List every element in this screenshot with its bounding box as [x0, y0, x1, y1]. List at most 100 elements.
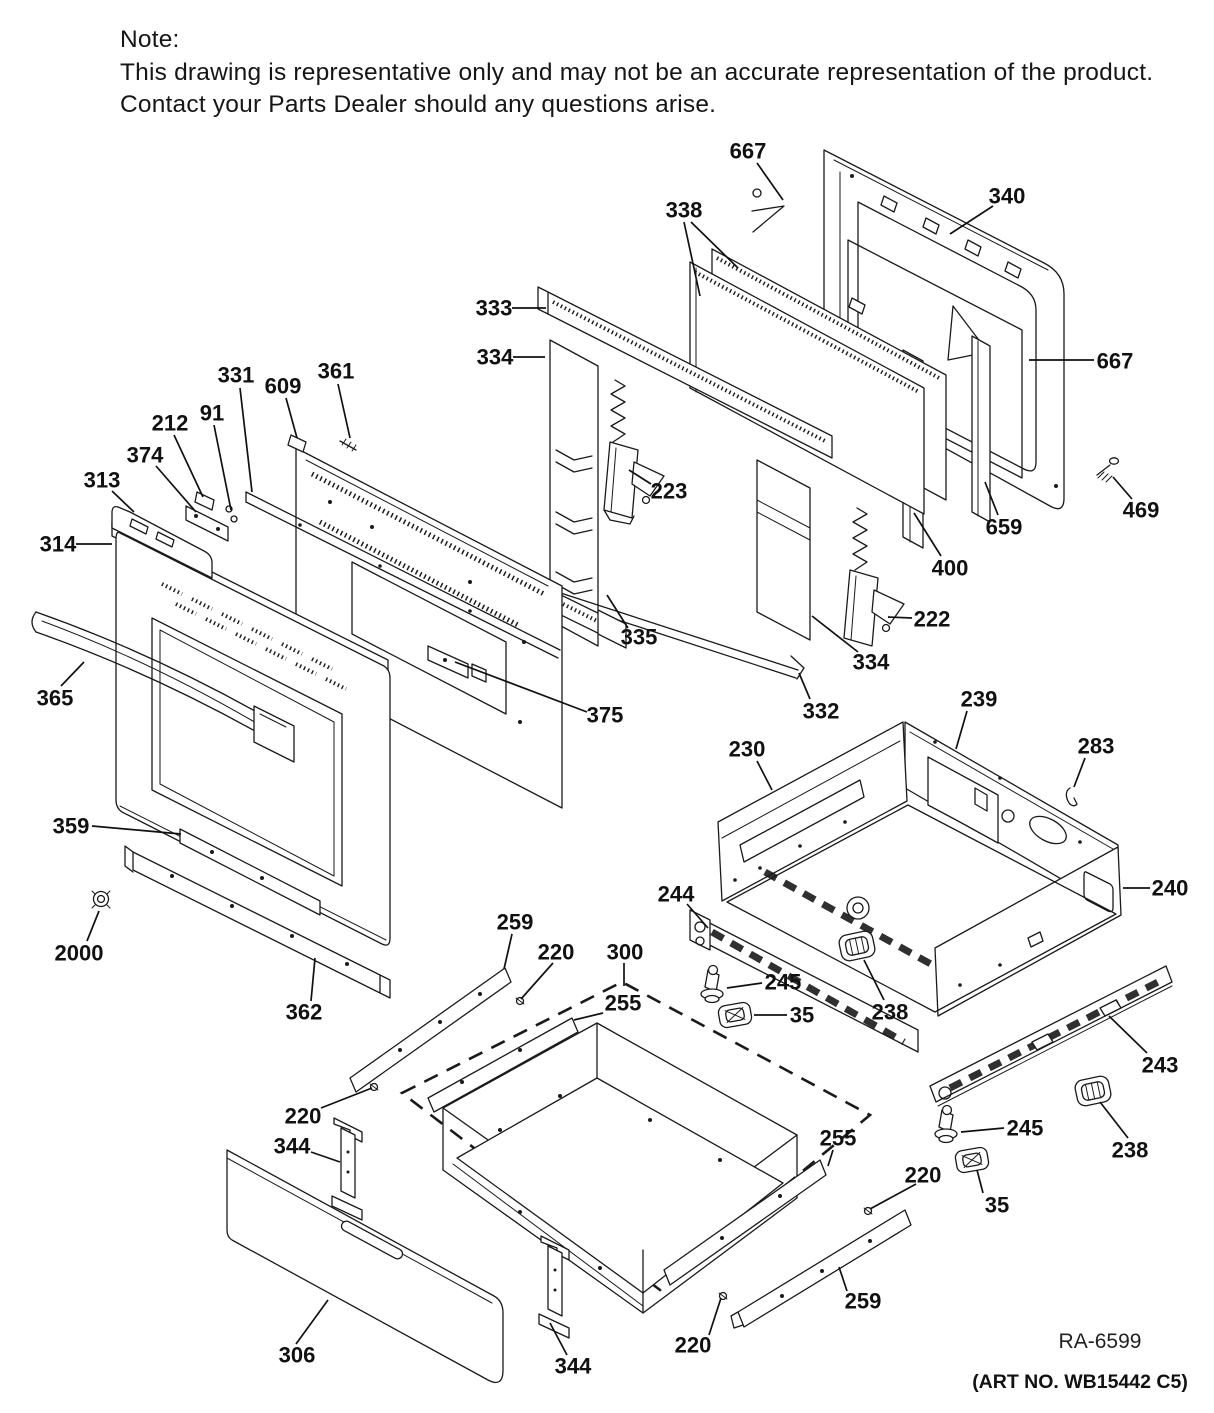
leveling-leg — [934, 1104, 958, 1144]
leader-line-338 — [683, 221, 701, 297]
part-callout-334: 334 — [477, 345, 514, 370]
part-callout-361: 361 — [318, 359, 355, 384]
leader-line-340 — [949, 205, 994, 235]
leader-line-344 — [549, 1322, 568, 1356]
part-callout-238: 238 — [1112, 1138, 1149, 1163]
leader-line-244 — [686, 903, 709, 929]
support-bracket — [538, 1235, 570, 1339]
drawer-rail-right — [929, 965, 1173, 1107]
anti-tip-clip — [1065, 787, 1078, 807]
chassis-right-panel — [934, 846, 1122, 1017]
part-callout-283: 283 — [1078, 734, 1115, 759]
stud-glyph-361 — [339, 438, 357, 452]
part-callout-313: 313 — [84, 468, 121, 493]
chassis-front-rail — [689, 909, 919, 1053]
leader-line-2000 — [86, 910, 100, 942]
part-callout-245: 245 — [765, 970, 802, 995]
door-glass-pack — [689, 248, 947, 515]
leveling-leg — [700, 964, 724, 1004]
leader-line-361 — [337, 383, 351, 439]
part-callout-362: 362 — [286, 1000, 323, 1025]
bottom-trim-short — [179, 828, 321, 916]
part-callout-335: 335 — [621, 625, 658, 650]
leg-foot — [717, 1001, 753, 1029]
leader-line-239 — [955, 710, 968, 750]
part-callout-340: 340 — [989, 184, 1026, 209]
part-callout-334: 334 — [853, 650, 890, 675]
leader-line-238 — [1099, 1101, 1129, 1139]
part-callout-333: 333 — [476, 296, 513, 321]
part-callout-212: 212 — [152, 411, 189, 436]
leg-foot — [954, 1146, 990, 1174]
leader-line-91 — [213, 424, 232, 511]
leader-line-259 — [503, 933, 513, 970]
control-overlay — [111, 505, 213, 579]
drawer-front-panel — [226, 1149, 504, 1384]
leader-line-469 — [1112, 476, 1133, 500]
leader-line-667 — [756, 162, 784, 201]
leader-line-255 — [573, 1012, 604, 1021]
drawer-side-rail-right — [663, 1159, 827, 1286]
door-liner-top-strip — [245, 491, 561, 659]
leader-line-220 — [708, 1297, 722, 1336]
part-callout-375: 375 — [587, 703, 624, 728]
leader-line-359 — [91, 825, 182, 835]
leader-line-283 — [1073, 757, 1086, 788]
anti-tip-pad — [838, 930, 876, 962]
bottom-trim-long — [124, 845, 391, 999]
leader-line-220 — [320, 1087, 373, 1109]
part-callout-255: 255 — [605, 991, 642, 1016]
support-bracket — [331, 1117, 363, 1221]
part-callout-220: 220 — [675, 1333, 712, 1358]
insulation-spacer-right — [756, 459, 811, 641]
part-callout-255: 255 — [820, 1126, 857, 1151]
part-callout-314: 314 — [40, 532, 77, 557]
leader-line-331 — [239, 387, 253, 493]
fastener-dot-667 — [751, 188, 785, 233]
leader-line-243 — [1108, 1015, 1148, 1054]
part-callout-220: 220 — [538, 940, 575, 965]
part-callout-332: 332 — [803, 699, 840, 724]
leader-line-255 — [827, 1149, 834, 1167]
drawing-reference: RA-6599 — [1058, 1330, 1142, 1353]
leader-line-306 — [295, 1299, 329, 1345]
leader-line-245 — [726, 982, 763, 989]
part-callout-245: 245 — [1007, 1116, 1044, 1141]
leader-line-332 — [798, 672, 811, 700]
drawer-box — [442, 1022, 798, 1314]
leader-line-374 — [155, 465, 197, 513]
part-callout-240: 240 — [1152, 876, 1189, 901]
leader-line-259 — [838, 1266, 848, 1292]
part-callout-306: 306 — [279, 1343, 316, 1368]
slide-rail-upper — [349, 967, 512, 1093]
leader-line-222 — [887, 616, 913, 619]
part-callout-300: 300 — [607, 940, 644, 965]
chassis-left-panel — [717, 721, 908, 902]
leader-line-334 — [811, 615, 859, 653]
leader-line-375 — [454, 661, 588, 713]
leader-line-230 — [756, 760, 773, 791]
part-callout-220: 220 — [285, 1104, 322, 1129]
note-block: Note: This drawing is representative onl… — [120, 24, 1153, 122]
part-callout-365: 365 — [37, 686, 74, 711]
clip-glyph-212 — [194, 491, 215, 511]
leader-line-400 — [913, 512, 942, 557]
part-callout-2000: 2000 — [55, 941, 104, 966]
leader-line-220 — [520, 962, 554, 1000]
part-callout-374: 374 — [127, 443, 164, 468]
leader-line-313 — [111, 490, 135, 513]
grommet — [91, 890, 111, 909]
hinge-plate-374 — [185, 505, 229, 542]
leader-line-220 — [869, 1183, 917, 1210]
part-callout-222: 222 — [914, 607, 951, 632]
part-callout-344: 344 — [555, 1354, 592, 1379]
part-callout-659: 659 — [986, 515, 1023, 540]
part-callout-344: 344 — [274, 1134, 311, 1159]
leader-line-335 — [606, 594, 629, 629]
part-callout-220: 220 — [905, 1163, 942, 1188]
bracket-glyph-609 — [287, 434, 307, 453]
part-callout-609: 609 — [265, 374, 302, 399]
